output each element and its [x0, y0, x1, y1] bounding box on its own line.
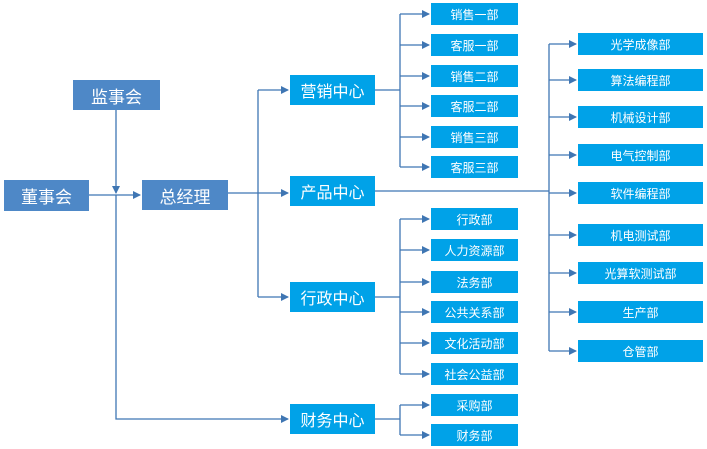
marketing-dept: 销售一部 [431, 3, 518, 25]
marketing-dept: 客服一部 [431, 34, 518, 56]
center-admin: 行政中心 [290, 282, 375, 312]
admin-dept: 社会公益部 [431, 363, 518, 385]
marketing-dept: 销售二部 [431, 65, 518, 87]
admin-dept: 公共关系部 [431, 301, 518, 323]
admin-dept: 法务部 [431, 271, 518, 293]
finance-dept: 采购部 [431, 394, 518, 416]
product-dept: 光学成像部 [578, 33, 703, 55]
admin-dept: 人力资源部 [431, 239, 518, 261]
product-dept: 软件编程部 [578, 182, 703, 204]
marketing-dept: 客服二部 [431, 95, 518, 117]
center-product: 产品中心 [290, 176, 375, 206]
product-dept: 算法编程部 [578, 69, 703, 91]
center-finance: 财务中心 [290, 404, 375, 434]
marketing-dept: 客服三部 [431, 156, 518, 178]
supervisors-box: 监事会 [73, 80, 160, 110]
board-to-finance-arrow [115, 195, 289, 423]
finance-dept: 财务部 [431, 424, 518, 446]
marketing-dept: 销售三部 [431, 126, 518, 148]
product-dept: 机械设计部 [578, 106, 703, 128]
general-manager-box: 总经理 [142, 180, 228, 210]
product-dept: 机电测试部 [578, 224, 703, 246]
center-marketing: 营销中心 [290, 75, 375, 105]
admin-dept: 行政部 [431, 208, 518, 230]
product-dept: 生产部 [578, 301, 703, 323]
product-dept: 光算软测试部 [578, 262, 703, 284]
admin-dept: 文化活动部 [431, 332, 518, 354]
product-dept: 电气控制部 [578, 144, 703, 166]
product-dept: 仓管部 [578, 340, 703, 362]
board-box: 董事会 [4, 180, 89, 211]
